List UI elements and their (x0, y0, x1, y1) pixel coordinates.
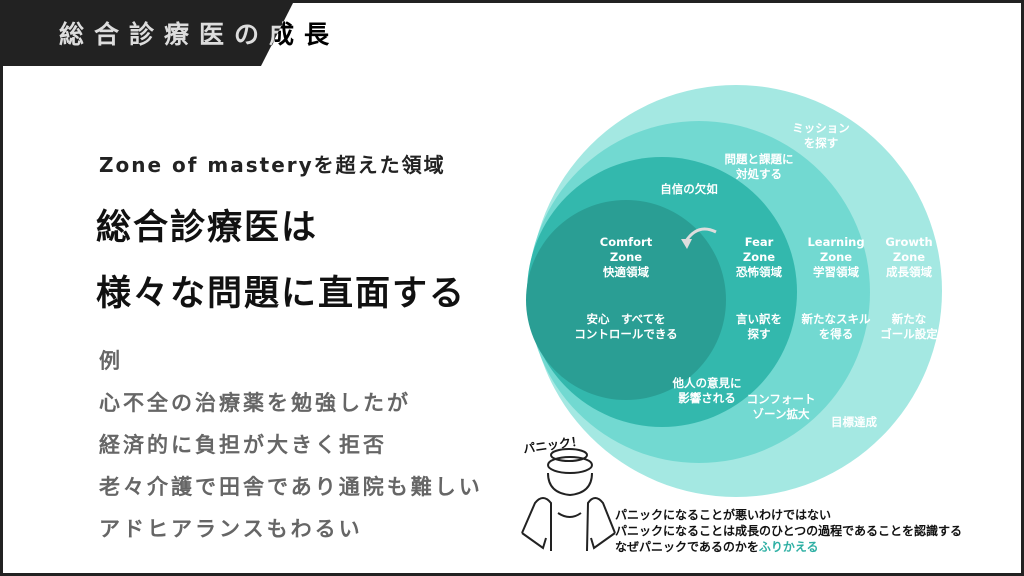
curved-arrow-icon (684, 227, 717, 242)
subtitle: Zone of masteryを超えた領域 (99, 153, 446, 177)
growth-desc: 新たなゴール設定 (880, 312, 938, 341)
learning-desc: 新たなスキルを得る (801, 312, 871, 341)
page-title: 総合診療医の成長 (59, 20, 340, 49)
heading-line-1: 総合診療医は (96, 208, 319, 248)
heading-line-2: 様々な問題に直面する (96, 274, 467, 314)
reflect-highlight: ふりかえる (758, 540, 819, 554)
comfort-desc: 安心 すべてをコントロールできる (574, 312, 678, 341)
fear-bottom: 他人の意見に影響される (672, 376, 742, 405)
fear-top: 自信の欠如 (660, 182, 718, 196)
example-3: 老々介護で田舎であり通院も難しい (99, 475, 483, 499)
growth-bottom: 目標達成 (831, 415, 877, 429)
example-4: アドヒアランスもわるい (99, 517, 363, 541)
growth-top: ミッションを探す (792, 121, 850, 150)
panic-note-1: パニックになることが悪いわけではない (615, 508, 832, 522)
example-1: 心不全の治療薬を勉強したが (99, 391, 411, 415)
panic-note-3: なぜパニックであるのかをふりかえる (615, 540, 819, 554)
header-band (3, 3, 293, 66)
learning-top: 問題と課題に対処する (724, 152, 794, 181)
learning-bottom: コンフォートゾーン拡大 (746, 392, 816, 421)
slide: 総合診療医の成長 Zone of masteryを超えた領域 総合診療医は 様々… (3, 3, 1021, 573)
panic-person-icon (521, 448, 616, 552)
fear-desc: 言い訳を探す (736, 312, 782, 341)
zones-diagram (521, 85, 942, 552)
panic-note-2: パニックになることは成長のひとつの過程であることを認識する (615, 524, 963, 538)
examples-label: 例 (99, 349, 123, 373)
comfort-zone-circle (526, 200, 726, 400)
example-2: 経済的に負担が大きく拒否 (99, 433, 387, 457)
arrow-head (681, 239, 692, 249)
